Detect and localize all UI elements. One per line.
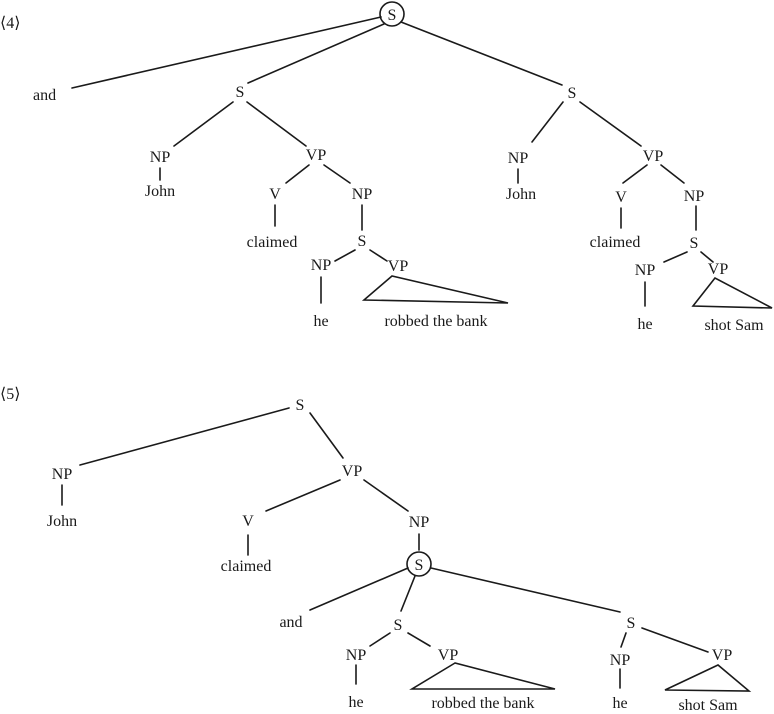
word-he-left: he: [348, 694, 363, 711]
edge: [369, 249, 388, 262]
node-s2-right: S: [690, 235, 699, 252]
edge: [246, 101, 307, 147]
node-np-left: NP: [346, 647, 367, 664]
node-s-right: S: [627, 615, 636, 632]
figure-4: ⟨4⟩ S and S NP John VP: [0, 1, 773, 334]
triangle: [664, 664, 752, 692]
node-np: NP: [409, 514, 430, 531]
word-john-left: John: [145, 183, 175, 200]
node-np2-right: NP: [684, 188, 705, 205]
node-s-circled: S: [415, 557, 424, 574]
node-s-root: S: [388, 7, 397, 24]
node-vp: VP: [342, 463, 363, 480]
edge: [369, 632, 391, 647]
triangle: [361, 275, 509, 304]
edge: [363, 479, 409, 512]
node-np3-left: NP: [311, 257, 332, 274]
figure-5-label: ⟨5⟩: [0, 386, 20, 403]
word-claimed-right: claimed: [590, 234, 641, 251]
node-v-left: V: [269, 186, 281, 203]
phrase-robbed-the-bank-left: robbed the bank: [384, 313, 487, 330]
node-np-right: NP: [508, 150, 529, 167]
phrase-robbed-the-bank: robbed the bank: [431, 695, 534, 712]
node-vp-right: VP: [712, 647, 733, 664]
edge: [660, 164, 685, 184]
edge: [400, 575, 416, 612]
edge: [641, 627, 709, 653]
edge: [531, 101, 564, 143]
edge: [173, 101, 234, 147]
edge: [620, 632, 627, 648]
phrase-shot-sam: shot Sam: [678, 697, 738, 714]
circled-node-marker: [379, 1, 405, 27]
node-np3-right: NP: [635, 262, 656, 279]
node-vp-left: VP: [438, 647, 459, 664]
node-vp-left: VP: [306, 147, 327, 164]
edge: [79, 407, 290, 466]
word-john: John: [47, 513, 77, 530]
node-s2-left: S: [358, 233, 367, 250]
circled-node-marker: [406, 551, 432, 577]
node-np2-left: NP: [352, 186, 373, 203]
edge: [247, 23, 385, 84]
triangle: [409, 662, 556, 690]
node-s-top: S: [296, 397, 305, 414]
node-np-left: NP: [150, 149, 171, 166]
triangle: [691, 276, 773, 309]
edge: [71, 16, 382, 89]
edge: [400, 21, 563, 86]
node-vp2-right: VP: [708, 261, 729, 278]
edge: [579, 101, 642, 147]
edge: [700, 251, 714, 263]
word-claimed-left: claimed: [247, 234, 298, 251]
phrase-shot-sam-right: shot Sam: [704, 317, 764, 334]
node-v: V: [242, 513, 254, 530]
node-v-right: V: [615, 189, 627, 206]
word-john-right: John: [506, 186, 536, 203]
node-np-right: NP: [610, 652, 631, 669]
node-s-right: S: [568, 85, 577, 102]
node-s-left: S: [394, 617, 403, 634]
edge: [334, 249, 356, 262]
word-he-left: he: [313, 313, 328, 330]
edge: [430, 567, 621, 613]
word-claimed: claimed: [221, 558, 272, 575]
edge: [309, 567, 409, 611]
node-np-john: NP: [52, 466, 73, 483]
edge: [285, 164, 310, 184]
word-and: and: [279, 614, 302, 631]
word-he-right: he: [637, 316, 652, 333]
edge: [622, 164, 648, 184]
edge: [407, 632, 431, 647]
node-vp-right: VP: [643, 148, 664, 165]
figure-5: ⟨5⟩ S NP John VP V claimed NP S and S NP: [0, 386, 752, 714]
edge: [323, 164, 351, 184]
word-and: and: [33, 87, 56, 104]
figure-4-label: ⟨4⟩: [0, 15, 20, 32]
edge: [309, 412, 344, 459]
edge: [265, 479, 341, 512]
word-he-right: he: [612, 695, 627, 712]
node-vp2-left: VP: [388, 258, 409, 275]
edge: [663, 251, 688, 263]
node-s-left: S: [236, 84, 245, 101]
